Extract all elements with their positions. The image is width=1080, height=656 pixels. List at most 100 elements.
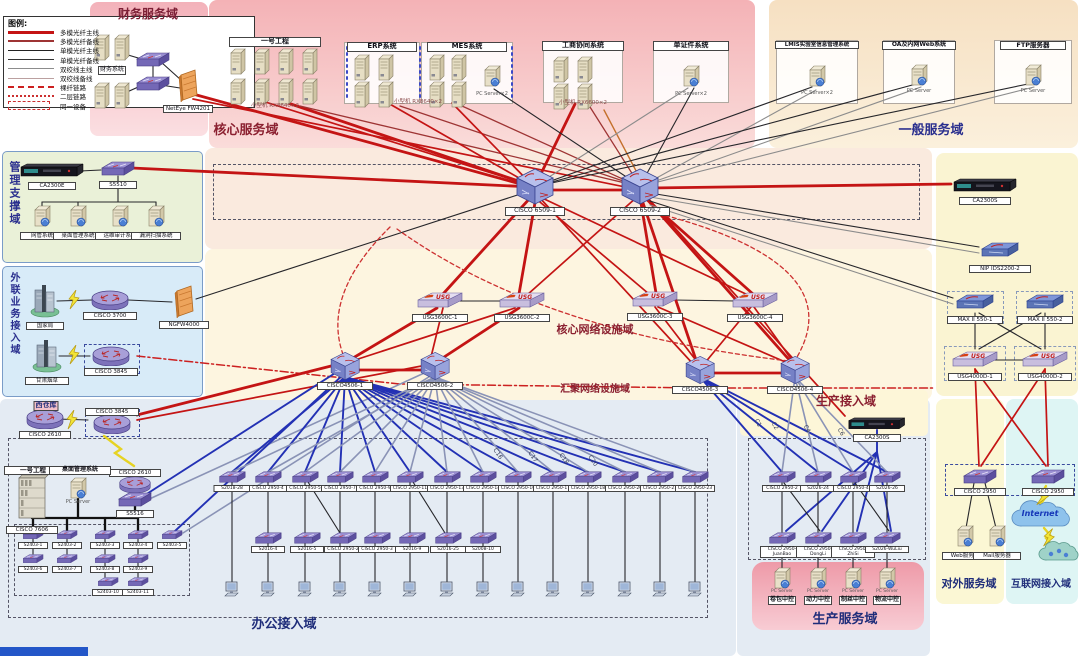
server-icon-20[interactable] — [449, 54, 467, 82]
switch-icon-96[interactable] — [504, 470, 533, 484]
pc-icon-120[interactable] — [617, 581, 633, 598]
switch-icon-89[interactable] — [254, 470, 283, 484]
pc-icon-112[interactable] — [332, 581, 348, 598]
pc-icon-114[interactable] — [402, 581, 418, 598]
switch-icon-82[interactable] — [22, 554, 44, 564]
switch-icon-129[interactable] — [839, 531, 868, 545]
dmz-2950[interactable] — [962, 469, 998, 485]
switch-icon-105[interactable] — [363, 531, 392, 545]
server-icon-13[interactable] — [276, 78, 294, 106]
usg4000d-2[interactable]: USG — [1021, 350, 1069, 370]
server-icon-12[interactable] — [252, 78, 270, 106]
switch-icon-130[interactable] — [873, 531, 902, 545]
cisco3845-ext[interactable] — [91, 346, 131, 366]
mail-server[interactable] — [987, 524, 1007, 548]
switch-icon-83[interactable] — [56, 554, 78, 564]
switch-icon-88[interactable] — [218, 470, 247, 484]
switch-icon-86[interactable] — [97, 577, 119, 587]
switch-icon-91[interactable] — [326, 470, 355, 484]
pc-icon-109[interactable] — [224, 581, 240, 598]
switch-icon-108[interactable] — [469, 531, 498, 545]
switch-icon-87[interactable] — [127, 577, 149, 587]
bolt-icon-71[interactable] — [1040, 527, 1057, 549]
bolt-icon-46[interactable] — [65, 410, 79, 430]
cisco2610-office[interactable] — [118, 476, 152, 493]
bolt-icon-43[interactable] — [67, 345, 81, 365]
guojiaju-building[interactable] — [30, 282, 60, 318]
danzheng-server[interactable] — [681, 64, 701, 88]
server-icon-24[interactable] — [551, 56, 569, 84]
nip-ids2200[interactable] — [979, 240, 1021, 262]
ca2300e[interactable] — [19, 163, 85, 177]
web-server[interactable] — [955, 524, 975, 548]
switch-icon-85[interactable] — [127, 554, 149, 564]
pc-icon-115[interactable] — [439, 581, 455, 598]
switch-icon-78[interactable] — [56, 530, 78, 540]
server-icon-18[interactable] — [376, 81, 394, 109]
switch-icon-128[interactable] — [804, 531, 833, 545]
switch-icon-124[interactable] — [804, 470, 833, 484]
switch-icon-127[interactable] — [768, 531, 797, 545]
switch-icon-94[interactable] — [433, 470, 462, 484]
server-sm-icon-36[interactable] — [110, 204, 130, 228]
internet-cloud[interactable] — [1008, 499, 1072, 533]
ca2300s-right[interactable] — [952, 178, 1018, 192]
usg3600c-4[interactable]: USG — [731, 291, 779, 311]
mes-pc-server[interactable] — [482, 64, 502, 88]
max-550-2[interactable] — [1024, 292, 1066, 314]
neteye-firewall[interactable] — [177, 69, 199, 103]
switch-icon-107[interactable] — [434, 531, 463, 545]
server-icon-27[interactable] — [575, 83, 593, 111]
switch-icon-93[interactable] — [396, 470, 425, 484]
oa-web-server[interactable] — [909, 63, 929, 87]
ngfw4000[interactable] — [173, 285, 195, 319]
switch-icon-92[interactable] — [361, 470, 390, 484]
pc-icon-118[interactable] — [545, 581, 561, 598]
server-icon-14[interactable] — [300, 78, 318, 106]
usg3600c-3[interactable]: USG — [631, 290, 679, 310]
bolt-icon-39[interactable] — [67, 290, 81, 310]
server-icon-19[interactable] — [427, 54, 445, 82]
server-icon-17[interactable] — [352, 81, 370, 109]
switch-icon-101[interactable] — [681, 470, 710, 484]
cisco7606[interactable] — [15, 474, 49, 520]
switch-icon-98[interactable] — [574, 470, 603, 484]
agg-4506-2[interactable] — [418, 350, 452, 381]
server-icon-7[interactable] — [228, 48, 246, 76]
wuliu-server[interactable] — [877, 566, 897, 590]
pc-icon-110[interactable] — [260, 581, 276, 598]
switch-icon-123[interactable] — [768, 470, 797, 484]
switch-icon-102[interactable] — [254, 531, 283, 545]
ca2300s-prod[interactable] — [847, 417, 906, 430]
server-sm-icon-37[interactable] — [146, 204, 166, 228]
gansu-building[interactable] — [32, 337, 62, 373]
dongli-server[interactable] — [808, 566, 828, 590]
inet-2950[interactable] — [1030, 469, 1066, 485]
switch-icon-126[interactable] — [873, 470, 902, 484]
core-6509-2[interactable] — [618, 166, 662, 206]
server-icon-16[interactable] — [376, 54, 394, 82]
finance-switch-2[interactable] — [135, 76, 171, 92]
usg3600c-1[interactable]: USG — [416, 291, 464, 311]
agg-4506-1[interactable] — [328, 350, 362, 381]
switch-icon-79[interactable] — [94, 530, 116, 540]
s5510[interactable] — [100, 161, 136, 177]
switch-icon-84[interactable] — [94, 554, 116, 564]
pc-icon-113[interactable] — [367, 581, 383, 598]
pc-icon-121[interactable] — [652, 581, 668, 598]
switch-icon-90[interactable] — [291, 470, 320, 484]
ftp-server[interactable] — [1023, 63, 1043, 87]
switch-icon-106[interactable] — [398, 531, 427, 545]
s5516[interactable] — [117, 492, 153, 508]
switch-icon-81[interactable] — [161, 530, 183, 540]
pc-icon-119[interactable] — [580, 581, 596, 598]
finance-switch-1[interactable] — [135, 52, 171, 68]
server-icon-15[interactable] — [352, 54, 370, 82]
juanbao-server[interactable] — [772, 566, 792, 590]
server-icon-25[interactable] — [575, 56, 593, 84]
switch-icon-104[interactable] — [329, 531, 358, 545]
agg-4506-3[interactable] — [683, 354, 717, 385]
pc-icon-116[interactable] — [475, 581, 491, 598]
switch-icon-99[interactable] — [611, 470, 640, 484]
switch-icon-97[interactable] — [539, 470, 568, 484]
